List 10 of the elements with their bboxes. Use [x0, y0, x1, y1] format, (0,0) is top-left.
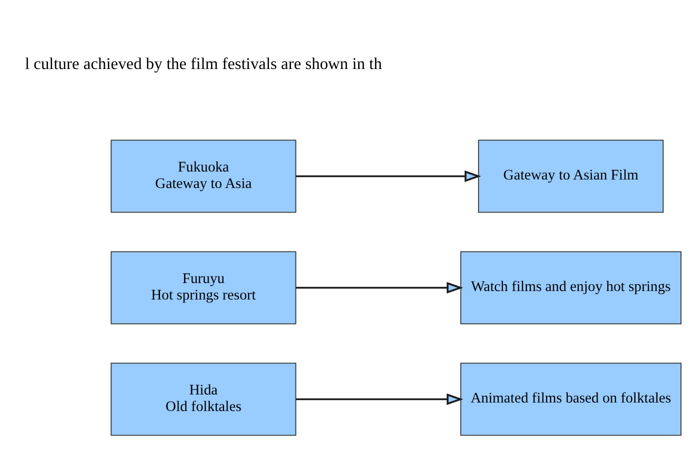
label: l culture achieved by the film festivals are shown in th: [24, 54, 382, 73]
node-box: Hida Old folktales: [110, 362, 296, 436]
node-box: Furuyu Hot springs resort: [110, 251, 296, 324]
arrow: [296, 170, 482, 182]
node-box: Fukuoka Gateway to Asia: [110, 140, 296, 213]
arrow: [296, 282, 464, 294]
node-box: Gateway to Asian Film: [478, 140, 664, 213]
node-box: Watch films and enjoy hot springs: [460, 251, 682, 324]
arrow: [296, 393, 464, 406]
node-box: Animated films based on folktales: [460, 362, 682, 436]
